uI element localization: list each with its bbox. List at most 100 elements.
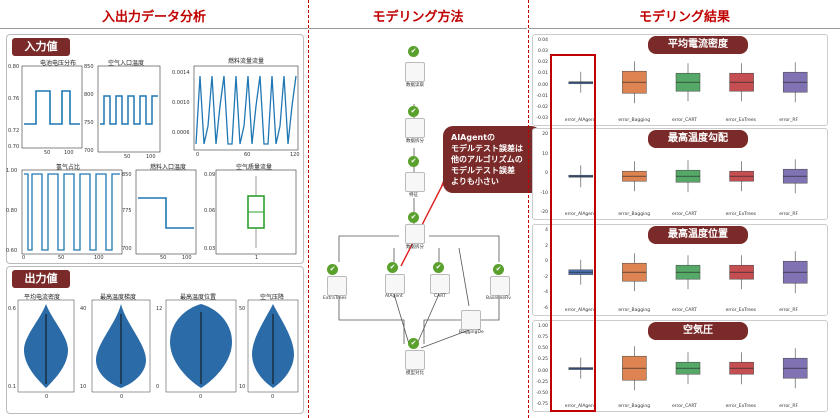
output-chart-title: 平均电流密度: [24, 294, 61, 301]
callout-line: モデルテスト誤差: [451, 166, 515, 175]
y-tick: 750: [84, 120, 94, 126]
boxplot-error_Bagging: [622, 346, 647, 391]
x-tick: 1: [255, 255, 259, 261]
workflow-node-data-read[interactable]: [405, 62, 425, 82]
output-chart-title: 最高温度梯度: [100, 294, 137, 301]
x-tick-label: error_ExTrees: [725, 404, 756, 409]
y-tick: -0.02: [536, 104, 548, 110]
x-tick: 0: [196, 152, 200, 158]
y-tick: 0.1: [8, 384, 16, 390]
y-tick: 800: [84, 92, 94, 98]
boxplot-error_ExTrees: [729, 161, 754, 192]
check-icon: ✔: [408, 156, 419, 167]
y-tick: 700: [84, 148, 94, 154]
y-tick: -6: [543, 306, 549, 311]
y-tick: 0.60: [6, 248, 18, 254]
y-tick: 0.0010: [172, 100, 190, 106]
right-panel: モデリング結果: [529, 0, 840, 418]
input-chart-air-mass-flow: [215, 169, 297, 255]
x-tick: 50: [58, 255, 65, 261]
boxplot-error_AIAgent: [568, 357, 594, 379]
y-tick: 10: [239, 384, 246, 390]
y-tick: 0.03: [537, 49, 548, 55]
workflow-node-baseline[interactable]: [490, 276, 510, 296]
x-tick-label: error_RF: [779, 308, 799, 313]
input-chart-title: 氢气占比: [56, 164, 81, 171]
x-tick: 100: [146, 154, 156, 160]
output-violin-air-pressure: [247, 299, 299, 393]
output-values-badge: 出力値: [12, 270, 70, 288]
boxplot-error_RF: [782, 159, 808, 194]
x-tick-label: error_RF: [779, 118, 799, 123]
callout-line: よりも小さい: [451, 177, 499, 186]
boxplot-error_AIAgent: [568, 165, 594, 188]
y-tick: 10: [542, 151, 548, 157]
callout-line: AIAgentの: [451, 133, 496, 142]
y-tick: 0.09: [204, 172, 216, 178]
workflow-node-extratrees[interactable]: [327, 276, 347, 296]
node-label: 特征: [409, 193, 418, 198]
x-tick-label: error_CART: [672, 404, 697, 409]
input-chart-fuel-flow: [193, 65, 299, 151]
node-label: BaggingDe: [459, 330, 484, 335]
boxplot-error_RF: [782, 251, 808, 294]
node-label: 数据读取: [406, 83, 424, 88]
y-tick: 0.04: [537, 38, 548, 43]
y-tick: 0.0006: [172, 130, 190, 136]
boxplot-error_AIAgent: [568, 259, 594, 285]
x-tick: 0: [271, 394, 275, 400]
result-boxplot: [568, 61, 808, 104]
input-values-box: [6, 34, 304, 264]
panel-divider: [308, 0, 309, 418]
workflow-node-bagging[interactable]: [461, 310, 481, 330]
aiagent-highlight-box: [550, 54, 596, 412]
check-icon: ✔: [493, 264, 504, 275]
result-chart-title: 最高温度勾配: [648, 130, 748, 148]
y-tick: 850: [122, 172, 132, 178]
check-icon: ✔: [408, 46, 419, 57]
y-tick: 775: [122, 208, 132, 214]
x-tick-label: error_CART: [672, 308, 697, 313]
y-tick: -10: [540, 190, 548, 196]
workflow-node-model-compare[interactable]: [405, 350, 425, 370]
boxplot-error_ExTrees: [729, 255, 754, 290]
y-tick: 10: [80, 384, 87, 390]
input-chart-fuel-inlet-temp: [135, 169, 197, 255]
boxplot-error_AIAgent: [568, 71, 594, 93]
y-tick: 0.80: [6, 208, 18, 214]
x-tick: 60: [244, 152, 251, 158]
x-tick: 100: [64, 150, 74, 156]
input-chart-title: 燃料入口温度: [150, 164, 187, 171]
workflow-node-data-split-2[interactable]: [405, 224, 425, 244]
y-tick: 0.03: [204, 246, 216, 252]
workflow-node-cart[interactable]: [430, 274, 450, 294]
x-tick-label: error_RF: [779, 212, 799, 217]
middle-panel: モデリング方法 ✔ 数据读取 ✔ 数据拆分 ✔ 特征 ✔ 数据拆分: [309, 0, 541, 418]
y-tick: 0.70: [8, 144, 20, 150]
y-tick: -20: [540, 210, 548, 215]
y-tick: 0: [545, 171, 548, 176]
workflow-node-aiagent[interactable]: [385, 274, 405, 294]
x-tick-label: error_AIAgent: [564, 212, 596, 217]
node-label: 模型对比: [406, 371, 424, 376]
boxplot-error_ExTrees: [729, 63, 754, 102]
workflow-node-feature[interactable]: [405, 172, 425, 192]
boxplot-error_CART: [675, 352, 701, 385]
node-label: 数据拆分: [406, 245, 424, 250]
middle-panel-title: モデリング方法: [372, 10, 464, 25]
workflow-node-data-split[interactable]: [405, 118, 425, 138]
y-tick: 0.50: [537, 346, 548, 352]
result-chart-title: 最高温度位置: [648, 226, 748, 244]
y-tick: -0.03: [536, 116, 548, 121]
check-icon: ✔: [387, 262, 398, 273]
y-tick: -4: [543, 290, 549, 296]
y-tick: 20: [542, 132, 548, 137]
y-tick: 50: [239, 306, 246, 312]
check-icon: ✔: [433, 262, 444, 273]
output-chart-title: 空气压降: [260, 294, 285, 301]
y-tick: 1.00: [537, 324, 548, 329]
x-tick-label: error_AIAgent: [564, 404, 596, 409]
result-chart-title: 平均電流密度: [648, 36, 748, 54]
output-violin-current-density: [17, 299, 75, 393]
x-tick-label: error_ExTrees: [725, 212, 756, 217]
